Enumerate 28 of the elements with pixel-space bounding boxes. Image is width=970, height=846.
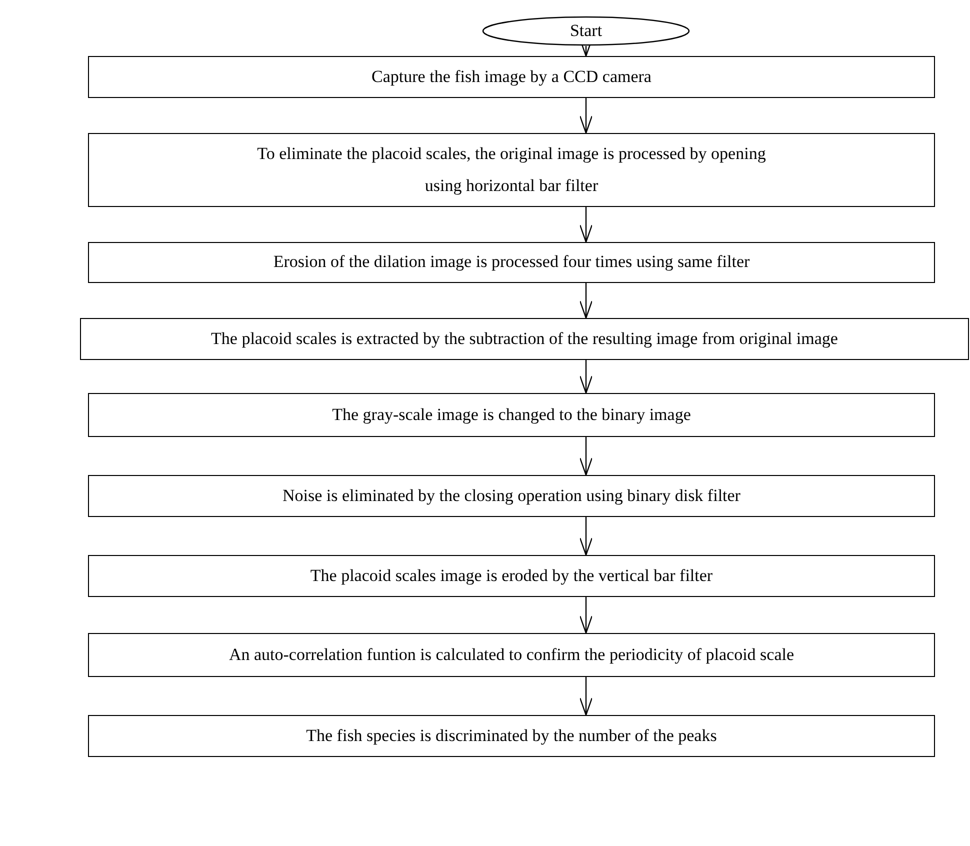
- step-text: Capture the fish image by a CCD camera: [372, 66, 652, 88]
- process-box: [88, 393, 935, 437]
- step-text: An auto-correlation funtion is calculated to confirm the periodicity of placoid scale: [228, 644, 794, 666]
- process-box: [88, 555, 935, 597]
- process-box: [88, 56, 935, 98]
- step-text: The gray-scale image is changed to the binary image: [332, 404, 691, 426]
- process-box: [88, 633, 935, 677]
- process-box: [88, 133, 935, 207]
- arrow: [579, 283, 593, 319]
- start-terminal-oval: [482, 16, 690, 46]
- step-text: Noise is eliminated by the closing operation using binary disk filter: [282, 484, 740, 507]
- arrow: [579, 517, 593, 556]
- process-box: [88, 242, 935, 283]
- arrow: [579, 677, 593, 716]
- arrow: [579, 437, 593, 476]
- step-text: Start: [570, 20, 602, 42]
- step-text: To eliminate the placoid scales, the original image is processed by opening using horizontal bar filter: [256, 142, 766, 197]
- step-text: The placoid scales is extracted by the subtraction of the resulting image from original image: [211, 328, 838, 350]
- step-text: The fish species is discriminated by the number of the peaks: [306, 724, 717, 747]
- process-box: [80, 318, 969, 360]
- arrow: [579, 98, 593, 134]
- process-box: [88, 715, 935, 757]
- process-box: [88, 475, 935, 517]
- arrow: [579, 360, 593, 394]
- arrow: [579, 207, 593, 243]
- arrow: [579, 597, 593, 634]
- step-text: The placoid scales image is eroded by the vertical bar filter: [310, 564, 713, 587]
- step-text: Erosion of the dilation image is processed four times using same filter: [273, 251, 750, 274]
